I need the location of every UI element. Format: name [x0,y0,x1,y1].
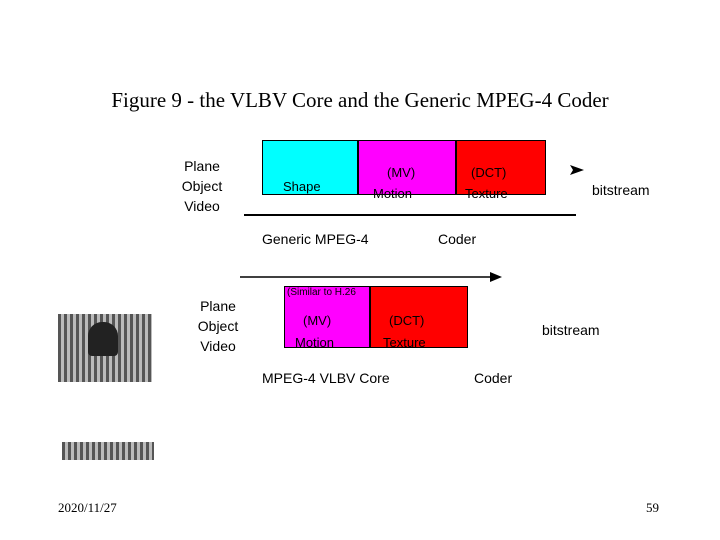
box-bottom-label: Motion [295,335,334,350]
shape-box: Shape [262,140,358,195]
vlbv-output-label: bitstream [542,320,600,340]
divider-line [244,214,576,216]
label-line: Object [188,316,248,336]
vlbv-input-label: Plane Object Video [188,296,248,356]
box-bottom-label: Texture [465,186,508,201]
footer-date: 2020/11/27 [58,500,117,516]
texture-box: (DCT) Texture [456,140,546,195]
video-frame-image [62,442,154,460]
generic-input-label: Plane Object Video [172,156,232,216]
figure-title: Figure 9 - the VLBV Core and the Generic… [0,88,720,113]
box-top-label: (MV) [387,165,415,180]
box-top-label: (DCT) [389,313,424,328]
label-line: Video [188,336,248,356]
generic-caption-left: Generic MPEG-4 [262,229,369,249]
label-line: Video [172,196,232,216]
texture-box: (DCT) Texture [370,286,468,348]
box-top-label: (MV) [303,313,331,328]
right-arrow-icon [568,162,588,178]
label-line: Plane [172,156,232,176]
label-line: Plane [188,296,248,316]
box-top-label: (DCT) [471,165,506,180]
generic-output-label: bitstream [592,180,650,200]
vlbv-caption-right: Coder [474,368,512,388]
box-bottom-label: Texture [383,335,426,350]
vlbv-caption-left: MPEG-4 VLBV Core [262,368,390,388]
generic-caption-right: Coder [438,229,476,249]
person-silhouette [88,322,118,356]
box-bottom-label: Motion [373,186,412,201]
box-bottom-label: Shape [283,179,321,194]
top-flow-arrow [238,270,504,284]
motion-box: (MV) Motion [358,140,456,195]
similar-note: (Similar to H.26 [287,287,356,299]
page-number: 59 [646,500,659,516]
label-line: Object [172,176,232,196]
motion-box: (Similar to H.26 (MV) Motion [284,286,370,348]
